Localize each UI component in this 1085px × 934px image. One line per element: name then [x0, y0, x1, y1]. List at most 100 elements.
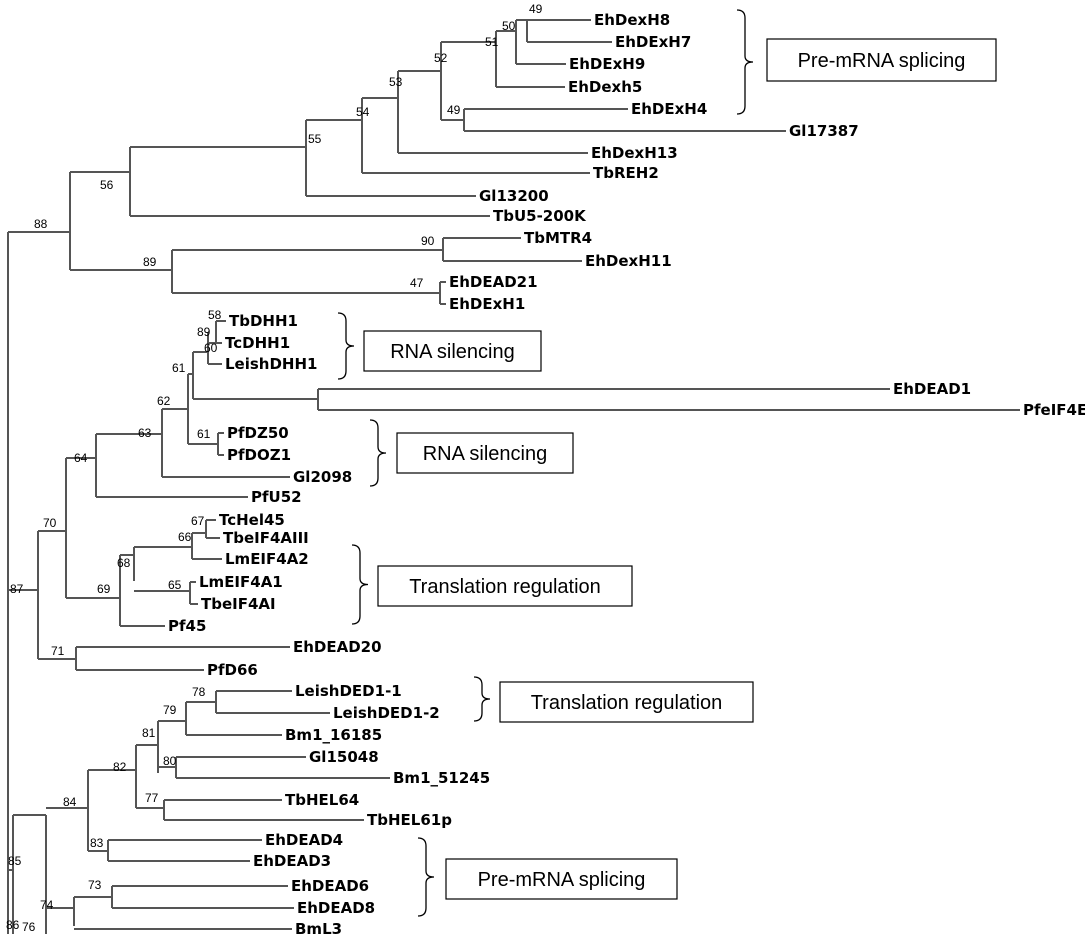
leaf-l_pfdz50: PfDZ50 [227, 424, 289, 442]
group-bracket [369, 419, 387, 487]
group-bracket [473, 676, 491, 722]
leaf-l_ehdexh4: EhDExH4 [631, 100, 707, 118]
bootstrap-value: 62 [157, 394, 171, 408]
leaf-l_pfeif4e: PfeIF4E [1023, 401, 1085, 419]
bootstrap-value: 61 [172, 361, 186, 375]
leaf-l_leishdhh1: LeishDHH1 [225, 355, 317, 373]
leaf-l_leishded1_1: LeishDED1-1 [295, 682, 402, 700]
bootstrap-value: 66 [178, 530, 192, 544]
leaf-l_tchel45: TcHel45 [219, 511, 285, 529]
leaf-l_pfu52: PfU52 [251, 488, 302, 506]
leaf-l_ehdexh1: EhDExH1 [449, 295, 525, 313]
group-label: Pre-mRNA splicing [798, 50, 966, 72]
group-label: Translation regulation [531, 692, 723, 714]
group-label-box [396, 432, 574, 474]
bootstrap-value: 50 [502, 19, 516, 33]
tree-branches [7, 19, 1020, 934]
leaf-l_gi2098: Gl2098 [293, 468, 352, 486]
bootstrap-value: 74 [40, 898, 54, 912]
bootstrap-value: 49 [447, 103, 461, 117]
leaf-l_ehdead20: EhDEAD20 [293, 638, 382, 656]
leaf-l_gi17387: Gl17387 [789, 122, 859, 140]
bootstrap-value: 82 [113, 760, 127, 774]
leaf-l_tbu5: TbU5-200K [493, 207, 587, 225]
bootstrap-value: 65 [168, 578, 182, 592]
leaf-l_ehdexh5: EhDexh5 [568, 78, 642, 96]
group-label: RNA silencing [390, 341, 515, 363]
leaf-l_pfd66: PfD66 [207, 661, 258, 679]
bootstrap-value: 52 [434, 51, 448, 65]
bootstrap-value: 85 [8, 854, 22, 868]
bootstrap-value: 88 [34, 217, 48, 231]
leaf-l_ehdexh11: EhDexH11 [585, 252, 672, 270]
leaf-l_lmeif4a2: LmEIF4A2 [225, 550, 309, 568]
leaf-l_lmeif4a1: LmEIF4A1 [199, 573, 283, 591]
tree-labels: 8856TbU5-200K55Gl1320054TbREH253EhDexH13… [6, 2, 1085, 934]
group-bracket [417, 837, 435, 917]
bootstrap-value: 90 [421, 234, 435, 248]
bootstrap-value: 60 [204, 341, 218, 355]
bootstrap-value: 73 [88, 878, 102, 892]
bootstrap-value: 89 [197, 325, 211, 339]
bootstrap-value: 71 [51, 644, 65, 658]
group-bracket [337, 312, 355, 380]
group-label: RNA silencing [423, 443, 548, 465]
leaf-l_bml3: BmL3 [295, 920, 342, 934]
group-label-box [377, 565, 633, 607]
bootstrap-value: 55 [308, 132, 322, 146]
leaf-l_ehdead6: EhDEAD6 [291, 877, 369, 895]
bootstrap-value: 54 [356, 105, 370, 119]
leaf-l_tbhel64: TbHEL64 [285, 791, 359, 809]
bootstrap-value: 81 [142, 726, 156, 740]
group-label: Translation regulation [409, 576, 601, 598]
leaf-l_ehdead1: EhDEAD1 [893, 380, 971, 398]
group-label-box [499, 681, 754, 723]
group-label-box [766, 38, 997, 82]
leaf-l_ehdead4: EhDEAD4 [265, 831, 343, 849]
leaf-l_tbdhh1: TbDHH1 [229, 312, 298, 330]
group-label-box [445, 858, 678, 900]
leaf-l_ehdexh7: EhDExH7 [615, 33, 691, 51]
bootstrap-value: 67 [191, 514, 205, 528]
bootstrap-value: 49 [529, 2, 543, 16]
leaf-l_ehdead8: EhDEAD8 [297, 899, 375, 917]
leaf-l_ehdexh9: EhDExH9 [569, 55, 645, 73]
bootstrap-value: 84 [63, 795, 77, 809]
leaf-l_tbeif4aiii: TbeIF4AIII [223, 529, 309, 547]
bootstrap-value: 79 [163, 703, 177, 717]
leaf-l_bm51245: Bm1_51245 [393, 769, 490, 787]
bootstrap-value: 56 [100, 178, 114, 192]
group-bracket [351, 544, 369, 625]
bootstrap-value: 86 [6, 918, 20, 932]
bootstrap-value: 78 [192, 685, 206, 699]
leaf-l_pfdoz1: PfDOZ1 [227, 446, 291, 464]
leaf-l_ehdead21: EhDEAD21 [449, 273, 538, 291]
bootstrap-value: 87 [10, 582, 24, 596]
leaf-l_tbhel61p: TbHEL61p [367, 811, 452, 829]
leaf-l_bm16185: Bm1_16185 [285, 726, 382, 744]
leaf-l_ehdexh8: EhDexH8 [594, 11, 670, 29]
bootstrap-value: 47 [410, 276, 424, 290]
group-label-box [363, 330, 542, 372]
leaf-l_tbeif4ai: TbeIF4AI [201, 595, 276, 613]
bootstrap-value: 83 [90, 836, 104, 850]
group-label: Pre-mRNA splicing [478, 869, 646, 891]
leaf-l_tbmtr4: TbMTR4 [524, 229, 592, 247]
leaf-l_ehdead3: EhDEAD3 [253, 852, 331, 870]
bootstrap-value: 58 [208, 308, 222, 322]
bootstrap-value: 53 [389, 75, 403, 89]
group-bracket [736, 9, 754, 115]
leaf-l_pf45: Pf45 [168, 617, 206, 635]
bootstrap-value: 68 [117, 556, 131, 570]
bootstrap-value: 69 [97, 582, 111, 596]
bootstrap-value: 64 [74, 451, 88, 465]
bootstrap-value: 51 [485, 35, 499, 49]
bootstrap-value: 77 [145, 791, 159, 805]
leaf-l_ehdexh13: EhDexH13 [591, 144, 678, 162]
bootstrap-value: 89 [143, 255, 157, 269]
leaf-l_leishded1_2: LeishDED1-2 [333, 704, 440, 722]
leaf-l_gi13200: Gl13200 [479, 187, 549, 205]
bootstrap-value: 63 [138, 426, 152, 440]
